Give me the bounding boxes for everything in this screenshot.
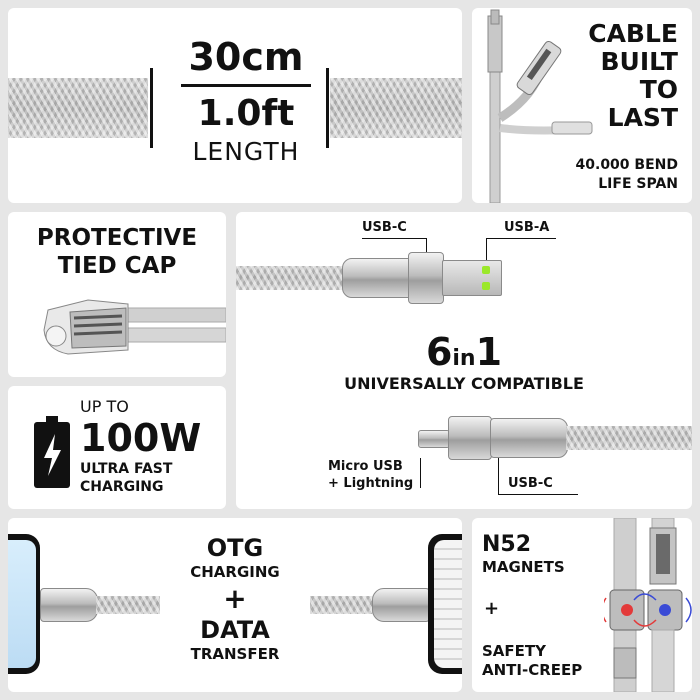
six-in-one-title: 6in1 bbox=[236, 330, 692, 381]
length-marker-right bbox=[326, 68, 329, 148]
callout-usb-c-bottom bbox=[498, 458, 499, 494]
phone-left-screen bbox=[8, 540, 36, 668]
tied-cap-illustration bbox=[43, 299, 226, 355]
power-text: UP TO 100W ULTRA FAST CHARGING bbox=[80, 398, 201, 496]
otg-line3: DATA bbox=[200, 616, 270, 644]
length-cm: 30cm bbox=[188, 35, 304, 79]
magnetic-connector-illustration bbox=[604, 518, 692, 692]
magnets-text-top: N52 MAGNETS bbox=[482, 532, 565, 576]
callout-micro bbox=[420, 458, 421, 488]
length-marker-left bbox=[150, 68, 153, 148]
cable-left-segment bbox=[8, 78, 148, 138]
length-panel: 30cm 1.0ft LENGTH bbox=[8, 8, 462, 203]
usb-a-connector bbox=[442, 260, 502, 296]
durability-title-line: BUILT bbox=[600, 47, 678, 76]
right-cable bbox=[310, 596, 374, 614]
label-usb-a: USB-A bbox=[504, 220, 550, 235]
durability-title-line: TO bbox=[639, 75, 678, 104]
otg-panel: OTG CHARGING + DATA TRANSFER bbox=[8, 518, 462, 692]
length-divider bbox=[181, 84, 311, 87]
callout-usb-c-top bbox=[426, 238, 427, 252]
title-one: 1 bbox=[475, 330, 503, 374]
micro-usb-housing bbox=[448, 416, 492, 460]
bent-cable-illustration bbox=[487, 9, 593, 203]
bend-life-label: LIFE SPAN bbox=[598, 176, 678, 192]
cap-title-line1: PROTECTIVE bbox=[36, 225, 198, 251]
top-cable bbox=[236, 266, 346, 290]
length-ft: 1.0ft bbox=[197, 93, 295, 134]
power-line2: CHARGING bbox=[80, 479, 164, 495]
cap-title-line2: TIED CAP bbox=[57, 253, 177, 279]
bend-count: 40.000 BEND bbox=[575, 157, 678, 173]
usb-a-contact-top bbox=[482, 266, 490, 274]
magnets-panel: N52 MAGNETS + SAFETY ANTI-CREEP bbox=[472, 518, 692, 692]
otg-line2: CHARGING bbox=[190, 563, 280, 581]
callout-usb-a bbox=[486, 238, 487, 260]
magnets-n52: N52 bbox=[482, 532, 532, 557]
magnets-safety: SAFETY bbox=[482, 642, 546, 660]
left-cable bbox=[96, 596, 160, 614]
compat-subtitle: UNIVERSALLY COMPATIBLE bbox=[344, 374, 584, 393]
lightning-connector bbox=[418, 430, 450, 448]
otg-text: OTG CHARGING + DATA TRANSFER bbox=[168, 534, 302, 664]
magnets-plus: + bbox=[484, 598, 500, 619]
title-in: in bbox=[452, 346, 476, 371]
label-usb-c-bottom: USB-C bbox=[508, 476, 553, 491]
callout-usb-c-bottom-h bbox=[498, 494, 578, 495]
cap-panel: PROTECTIVE TIED CAP bbox=[8, 212, 226, 377]
title-number: 6 bbox=[425, 330, 453, 374]
durability-title: CABLE BUILT TO LAST bbox=[588, 20, 678, 132]
phone-right-screen bbox=[434, 540, 462, 668]
usb-c-top-connector bbox=[408, 252, 444, 304]
otg-line4: TRANSFER bbox=[190, 645, 280, 663]
otg-line1: OTG bbox=[206, 534, 264, 562]
durability-panel: CABLE BUILT TO LAST 40.000 BEND LIFE SPA… bbox=[472, 8, 692, 203]
label-micro-lightning: Micro USB + Lightning bbox=[328, 458, 413, 492]
battery-bolt-icon bbox=[34, 416, 70, 488]
left-connector bbox=[40, 588, 98, 622]
bend-life-text: 40.000 BEND LIFE SPAN bbox=[576, 156, 678, 194]
durability-title-line: CABLE bbox=[588, 19, 678, 48]
label-lightning: + Lightning bbox=[328, 476, 414, 491]
length-text-block: 30cm 1.0ft LENGTH bbox=[158, 34, 334, 169]
top-connector-housing bbox=[342, 258, 414, 298]
power-up-to: UP TO bbox=[80, 397, 129, 416]
power-panel: UP TO 100W ULTRA FAST CHARGING bbox=[8, 386, 226, 509]
length-label: LENGTH bbox=[192, 137, 300, 166]
cap-title: PROTECTIVE TIED CAP bbox=[8, 224, 226, 280]
cable-right-segment bbox=[330, 78, 462, 138]
label-usb-c-top: USB-C bbox=[362, 220, 407, 235]
magnets-text-bottom: SAFETY ANTI-CREEP bbox=[482, 642, 582, 680]
bottom-cable bbox=[566, 426, 692, 450]
callout-usb-c-top-h bbox=[362, 238, 427, 239]
usb-a-contact-bottom bbox=[482, 282, 490, 290]
label-micro-usb: Micro USB bbox=[328, 459, 403, 474]
magnets-anti-creep: ANTI-CREEP bbox=[482, 661, 583, 679]
compatibility-panel: USB-C USB-A 6in1 UNIVERSALLY COMPATIBLE … bbox=[236, 212, 692, 509]
power-line1: ULTRA FAST bbox=[80, 461, 173, 477]
usb-c-bottom-housing bbox=[490, 418, 568, 458]
magnets-label: MAGNETS bbox=[482, 558, 565, 576]
durability-title-line: LAST bbox=[607, 103, 678, 132]
right-connector bbox=[372, 588, 430, 622]
otg-plus: + bbox=[223, 582, 247, 615]
power-watts: 100W bbox=[80, 416, 202, 460]
callout-usb-a-h bbox=[486, 238, 556, 239]
